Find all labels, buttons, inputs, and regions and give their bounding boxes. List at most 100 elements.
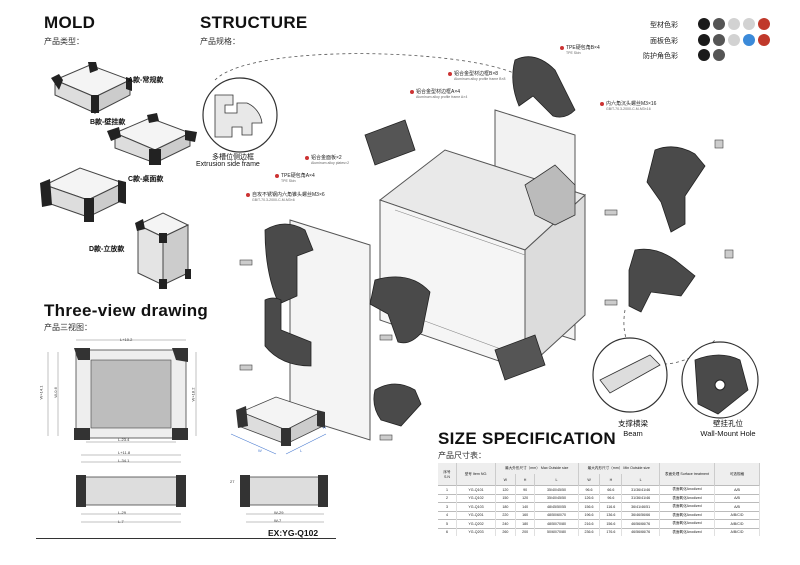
swatch-red[interactable]	[758, 34, 770, 46]
callout-text: 支撑横梁	[618, 419, 648, 428]
callout-text: 铝合金面板×2	[311, 155, 342, 161]
structure-title: STRUCTURE	[200, 13, 308, 32]
swatch-gray[interactable]	[713, 49, 725, 61]
swatch-black[interactable]	[698, 18, 710, 30]
table-cell: YG-Q201	[456, 510, 496, 520]
table-cell: 48/45/50/55	[534, 502, 579, 511]
model-a-label: A款-常规款	[128, 77, 164, 84]
table-cell: YG-Q102	[456, 493, 496, 503]
table-cell: A/B	[714, 485, 760, 494]
table-cell: 136.6	[599, 510, 623, 520]
callout-text: 自攻不锈钢内六角锥头螺丝M3×6	[252, 192, 325, 198]
swatch-silver[interactable]	[728, 18, 740, 30]
table-cell: A/B/C/D	[714, 510, 760, 520]
dim-w2: W-0.6	[52, 387, 58, 398]
swatch-gray[interactable]	[713, 34, 725, 46]
table-cell: 160	[515, 510, 536, 520]
callout-text: TPE硬包角B×4	[566, 45, 600, 51]
swatch-blue[interactable]	[743, 34, 755, 46]
dim-iso-w: W	[258, 448, 262, 453]
bullet-icon	[246, 192, 250, 197]
table-cell: 96.6	[599, 493, 623, 503]
table-cell: 156.6	[578, 502, 601, 511]
table-subheader-row: W H L W H L	[438, 474, 760, 486]
table-cell: YG-Q202	[456, 519, 496, 528]
table-cell: 36/46/56/66	[621, 510, 660, 520]
model-d-box-image	[135, 212, 191, 289]
swatch-red[interactable]	[758, 18, 770, 30]
sub-l: L	[534, 474, 579, 486]
callout-text: 铝合金型材边框B×8	[454, 71, 499, 77]
col-max-size: 最大外形尺寸（mm） Max Outside size	[495, 463, 579, 474]
product-code: EX:YG-Q102	[268, 528, 319, 538]
bullet-icon	[560, 45, 564, 50]
table-cell: A/B/C/D	[714, 527, 760, 536]
table-cell: 200	[515, 527, 536, 536]
dim-inner: L-23.4	[118, 437, 130, 442]
callout-text: TPE Skin	[566, 51, 581, 55]
swatch-silver[interactable]	[728, 34, 740, 46]
corner-color-label: 防护角色彩	[643, 53, 678, 60]
divider	[36, 538, 336, 539]
table-cell: A/B	[714, 493, 760, 503]
table-cell: 表面氧化Anodized	[659, 502, 715, 511]
swatch-black[interactable]	[698, 34, 710, 46]
table-cell: 240	[495, 519, 516, 528]
table-cell: 126.6	[578, 493, 601, 503]
callout-text: TPE硬包角A×4	[281, 173, 315, 179]
dim-w3: W+18.2	[190, 387, 196, 402]
swatch-silver-2[interactable]	[743, 18, 755, 30]
sub-h: H	[599, 474, 623, 486]
table-cell: 3	[438, 502, 457, 511]
side-frame-cn: 多槽位侧边框	[212, 154, 254, 161]
col-sn: 序号 S.N	[438, 463, 457, 486]
bullet-icon	[305, 155, 309, 160]
table-cell: 35/40/45/50	[534, 485, 579, 494]
dim-side-a: L-29	[118, 510, 127, 515]
table-cell: YG-Q103	[456, 502, 496, 511]
callout-text: 内六角沉头螺丝M3×16	[606, 101, 657, 107]
dim-iso-l: L	[300, 448, 303, 453]
size-table: 序号 S.N 型号 Item NO. 最大外形尺寸（mm） Max Outsid…	[438, 463, 760, 536]
table-cell: 176.6	[599, 527, 623, 536]
callout-text: 铝合金型材边框A×4	[416, 89, 461, 95]
three-view-drawing	[47, 339, 328, 523]
extrusion-profile-detail	[202, 77, 278, 153]
table-cell: 31/36/41/46	[621, 485, 660, 494]
swatch-gray[interactable]	[713, 18, 725, 30]
dim-iso-h: H	[323, 425, 326, 430]
dim-l-minus: L-34.1	[118, 458, 130, 463]
callout-text: Aluminum alloy profile frame B×8	[454, 77, 506, 81]
table-cell: 48/50/70/80	[534, 519, 579, 528]
wall-mount-detail	[681, 341, 759, 419]
callout-text: TPE Skin	[281, 179, 296, 183]
table-cell: A/B	[714, 502, 760, 511]
table-cell: 6	[438, 527, 457, 536]
table-cell: 35/40/45/50	[534, 493, 579, 503]
table-cell: 180	[495, 502, 516, 511]
col-min-size: 最大内形尺寸（mm） Min Outside size	[578, 463, 661, 474]
size-title: SIZE SPECIFICATION	[438, 429, 616, 448]
sub-w: W	[495, 474, 516, 486]
sub-h: H	[515, 474, 536, 486]
sub-l: L	[621, 474, 660, 486]
profile-color-label: 型材色彩	[650, 22, 678, 29]
model-c-box-image	[40, 167, 126, 222]
table-cell: 31/36/41/46	[621, 493, 660, 503]
table-cell: 220	[495, 510, 516, 520]
swatch-black[interactable]	[698, 49, 710, 61]
table-cell: 236.6	[578, 527, 601, 536]
table-cell: 140	[515, 502, 536, 511]
mold-subtitle: 产品类型：	[44, 37, 84, 46]
structure-subtitle: 产品规格：	[200, 37, 240, 46]
table-cell: 180	[515, 519, 536, 528]
sub-w: W	[578, 474, 601, 486]
color-options: 型材色彩 面板色彩 防护角色彩	[628, 18, 798, 65]
